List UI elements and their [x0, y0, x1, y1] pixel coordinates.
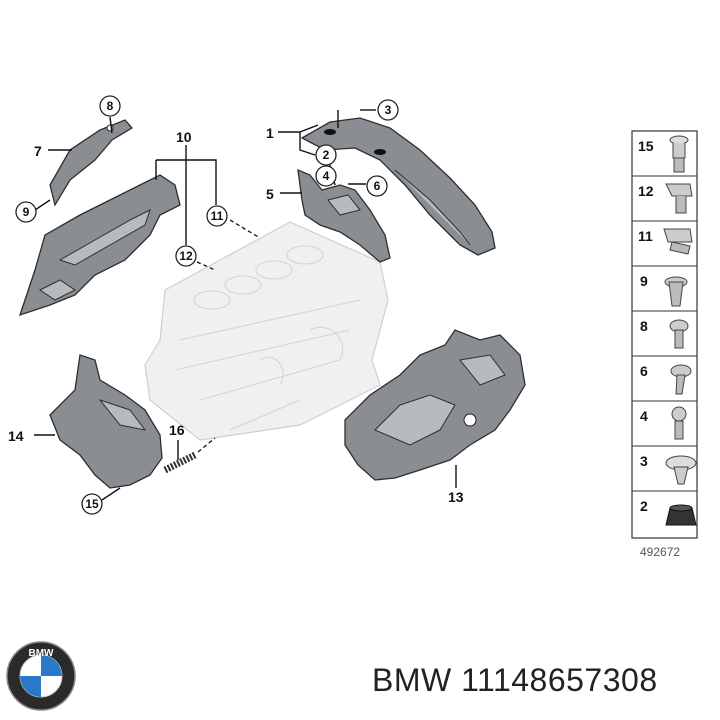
legend-label-9: 9 [640, 273, 648, 289]
clip-12-icon [665, 183, 693, 214]
callout-6: 6 [366, 175, 388, 197]
svg-text:6: 6 [374, 179, 381, 193]
legend-label-4: 4 [640, 408, 648, 424]
heat-shield-14 [49, 354, 163, 489]
ball-stud-4-icon [671, 406, 687, 440]
screw-9-icon [664, 276, 688, 307]
callout-13: 13 [448, 489, 464, 505]
svg-text:3: 3 [385, 103, 392, 117]
svg-text:11: 11 [211, 209, 224, 223]
callout-5: 5 [266, 186, 274, 202]
callout-2: 2 [315, 144, 337, 166]
spring-16 [163, 451, 197, 474]
legend-label-8: 8 [640, 318, 648, 334]
leader-lines [34, 109, 457, 501]
svg-text:2: 2 [323, 148, 330, 162]
svg-text:9: 9 [23, 205, 30, 219]
callout-10: 10 [176, 129, 192, 145]
bmw-logo-text: BMW [29, 648, 55, 659]
callout-9: 9 [15, 201, 37, 223]
fastener-legend: 15 12 11 9 8 6 4 3 2 [631, 130, 698, 539]
svg-text:4: 4 [323, 169, 330, 183]
legend-label-6: 6 [640, 363, 648, 379]
legend-label-12: 12 [638, 183, 654, 199]
heat-shield-1 [300, 117, 496, 256]
heat-shield-13 [344, 329, 526, 481]
callout-1: 1 [266, 125, 274, 141]
callout-3: 3 [377, 99, 399, 121]
legend-label-2: 2 [640, 498, 648, 514]
reference-number: 492672 [640, 545, 681, 559]
heat-shield-10 [18, 174, 181, 317]
callout-15: 15 [81, 493, 103, 515]
clip-11-icon [663, 228, 693, 255]
callout-16: 16 [169, 422, 185, 438]
part-number-caption: BMW 11148657308 [372, 662, 658, 698]
rubber-buffer-2-icon [665, 504, 697, 526]
callouts-circled: 8 9 11 12 3 2 4 6 15 [15, 95, 399, 515]
engine-block [144, 221, 389, 441]
legend-label-3: 3 [640, 453, 648, 469]
callout-12: 12 [175, 245, 197, 267]
screw-6-icon [670, 364, 692, 395]
callouts-plain: 7 10 1 5 13 14 16 [8, 125, 464, 505]
svg-text:12: 12 [179, 249, 193, 263]
heat-shield-bracket-7 [49, 119, 134, 207]
clip-15-icon [669, 135, 689, 173]
bmw-logo: BMW [6, 641, 76, 711]
svg-text:15: 15 [85, 497, 99, 511]
svg-text:8: 8 [107, 99, 114, 113]
callout-7: 7 [34, 143, 42, 159]
grommet-3-icon [665, 455, 697, 485]
callout-11: 11 [206, 205, 228, 227]
legend-label-15: 15 [638, 138, 654, 154]
heat-shield-5 [297, 168, 391, 263]
callout-8: 8 [99, 95, 121, 117]
callout-4: 4 [315, 165, 337, 187]
screw-8-icon [669, 319, 689, 349]
callout-14: 14 [8, 428, 24, 444]
legend-label-11: 11 [638, 228, 653, 244]
